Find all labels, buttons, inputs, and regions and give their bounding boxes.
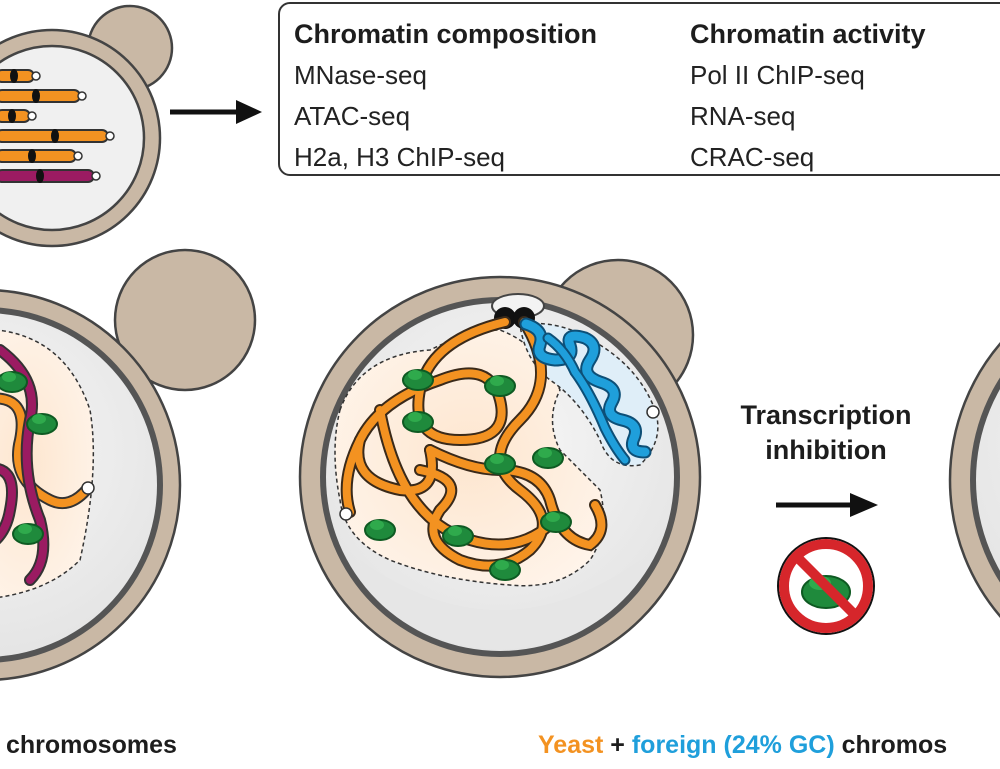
- chromatin-activity-column: Chromatin activity Pol II ChIP-seq RNA-s…: [690, 14, 926, 178]
- center-yeast-cell: [298, 258, 702, 679]
- caption-chromosomes: chromos: [841, 731, 948, 759]
- inhibition-arrow: [776, 493, 878, 517]
- caption-yeast: Yeast: [538, 731, 604, 759]
- chromatin-composition-heading: Chromatin composition: [294, 19, 597, 49]
- telomeres: [27, 71, 115, 181]
- small-yeast-cell: [0, 4, 174, 248]
- telomeres-center: [339, 405, 660, 521]
- assay-item: RNA-seq: [690, 101, 796, 131]
- assay-item: H2a, H3 ChIP-seq: [294, 142, 505, 172]
- caption-plus: +: [610, 731, 625, 759]
- no-transcription-icon: [777, 537, 875, 635]
- assay-item: ATAC-seq: [294, 101, 411, 131]
- centromeres: [8, 69, 59, 183]
- chromatin-composition-column: Chromatin composition MNase-seq ATAC-seq…: [294, 14, 597, 178]
- chromatin-activity-heading: Chromatin activity: [690, 19, 926, 49]
- assay-item: CRAC-seq: [690, 142, 815, 172]
- right-caption: Yeast + foreign (24% GC) chromos: [538, 731, 947, 760]
- assay-item: Pol II ChIP-seq: [690, 60, 865, 90]
- foreign-chromatin: [519, 317, 652, 466]
- inhibition-line-1: Transcription: [740, 400, 912, 430]
- left-caption: chromosomes: [6, 731, 177, 759]
- inhibition-line-2: inhibition: [765, 435, 887, 465]
- assay-item: MNase-seq: [294, 60, 427, 90]
- right-yeast-cell: [948, 342, 1000, 618]
- assay-info-box: Chromatin composition MNase-seq ATAC-seq…: [278, 2, 1000, 176]
- caption-foreign: foreign (24% GC): [631, 731, 835, 759]
- left-yeast-cell: [0, 248, 257, 681]
- arrow-to-assays: [170, 100, 262, 124]
- transcription-inhibition-label: Transcription inhibition: [720, 398, 932, 468]
